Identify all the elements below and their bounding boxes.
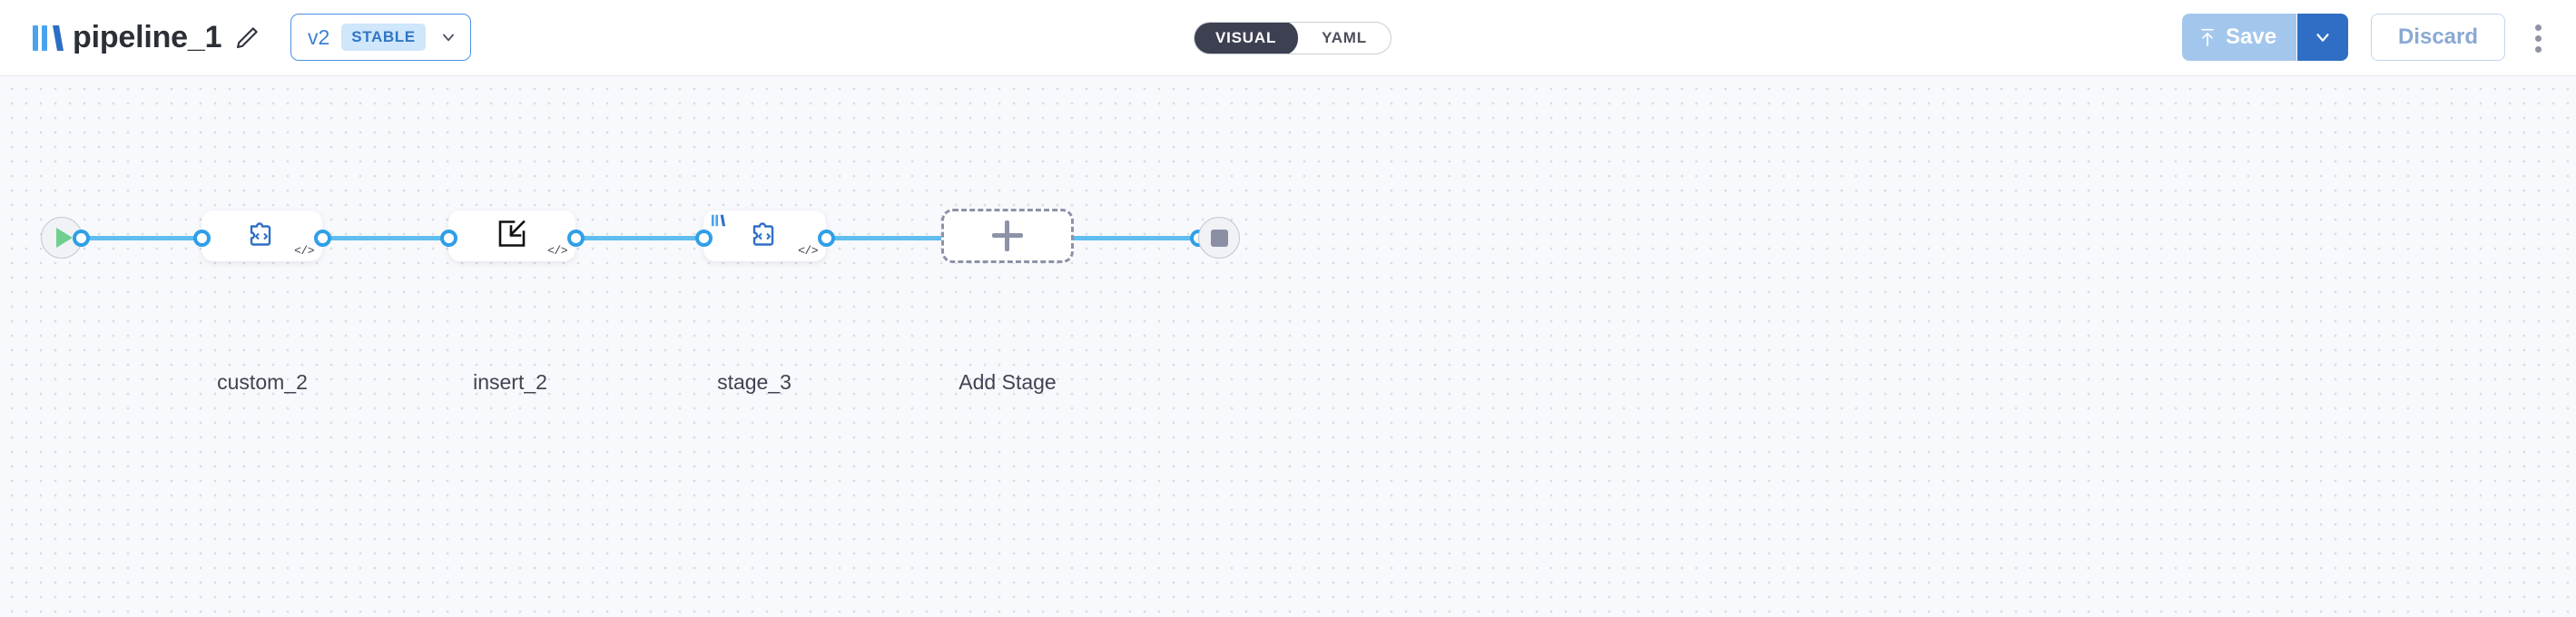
kebab-dot-3 (2534, 45, 2542, 53)
edge-stage3-to-addstage (826, 236, 949, 240)
stage-node-stage-3[interactable]: </> (703, 211, 826, 261)
stage-node-insert-2[interactable]: </> (448, 211, 575, 261)
version-label: v2 (308, 24, 330, 49)
port-insert2-out[interactable] (567, 230, 585, 247)
tab-yaml[interactable]: YAML (1322, 29, 1367, 46)
port-insert2-in[interactable] (440, 230, 457, 247)
stage-label-custom-2: custom_2 (217, 370, 308, 394)
code-badge: </> (547, 244, 567, 258)
plus-icon (992, 220, 1023, 251)
pipeline-graph: </> custom_2 </> insert_2 (0, 76, 2576, 617)
port-stage3-out[interactable] (818, 230, 835, 247)
pencil-icon[interactable] (233, 24, 261, 52)
kebab-dot-1 (2534, 24, 2542, 31)
chevron-down-icon (2316, 34, 2329, 42)
port-custom2-in[interactable] (193, 230, 211, 247)
status-badge: STABLE (341, 24, 426, 51)
code-badge: </> (294, 244, 314, 258)
tab-visual[interactable]: VISUAL (1194, 23, 1299, 54)
app-header: pipeline_1 v2 STABLE VISUAL YAML (0, 0, 2576, 76)
port-stage3-in[interactable] (695, 230, 713, 247)
add-stage-label: Add Stage (959, 370, 1057, 394)
upload-arrow-icon (2198, 27, 2217, 47)
discard-button[interactable]: Discard (2371, 14, 2505, 61)
page-title: pipeline_1 (73, 20, 222, 54)
insert-into-box-icon (497, 219, 527, 254)
play-icon (55, 228, 73, 248)
puzzle-code-icon (247, 219, 278, 254)
pipeline-end-node[interactable] (1198, 217, 1240, 259)
app-logo-bars-icon (31, 22, 65, 54)
pipeline-canvas[interactable]: </> custom_2 </> insert_2 (0, 76, 2576, 617)
edge-insert2-to-stage3 (576, 236, 708, 240)
save-button[interactable]: Save (2182, 14, 2297, 61)
stage-label-insert-2: insert_2 (473, 370, 547, 394)
kebab-menu-icon[interactable] (2522, 20, 2554, 56)
app-logo-bars-icon (711, 213, 726, 228)
stop-icon (1210, 229, 1228, 247)
edge-custom2-to-insert2 (322, 236, 454, 240)
add-stage-button[interactable] (941, 209, 1074, 263)
view-mode-toggle[interactable]: VISUAL YAML (1194, 22, 1391, 54)
edge-addstage-to-end (1071, 236, 1198, 240)
stage-node-custom-2[interactable]: </> (202, 211, 322, 261)
save-button-label: Save (2226, 24, 2277, 49)
port-start-out[interactable] (73, 230, 90, 247)
chevron-down-icon (439, 28, 457, 46)
save-options-button[interactable] (2296, 14, 2349, 61)
port-custom2-out[interactable] (314, 230, 331, 247)
edge-start-to-custom2 (80, 236, 207, 240)
puzzle-code-icon (750, 219, 781, 254)
code-badge: </> (798, 244, 818, 258)
kebab-dot-2 (2534, 34, 2542, 42)
stage-label-stage-3: stage_3 (717, 370, 791, 394)
version-selector[interactable]: v2 STABLE (290, 14, 471, 61)
save-button-group: Save (2182, 14, 2349, 61)
